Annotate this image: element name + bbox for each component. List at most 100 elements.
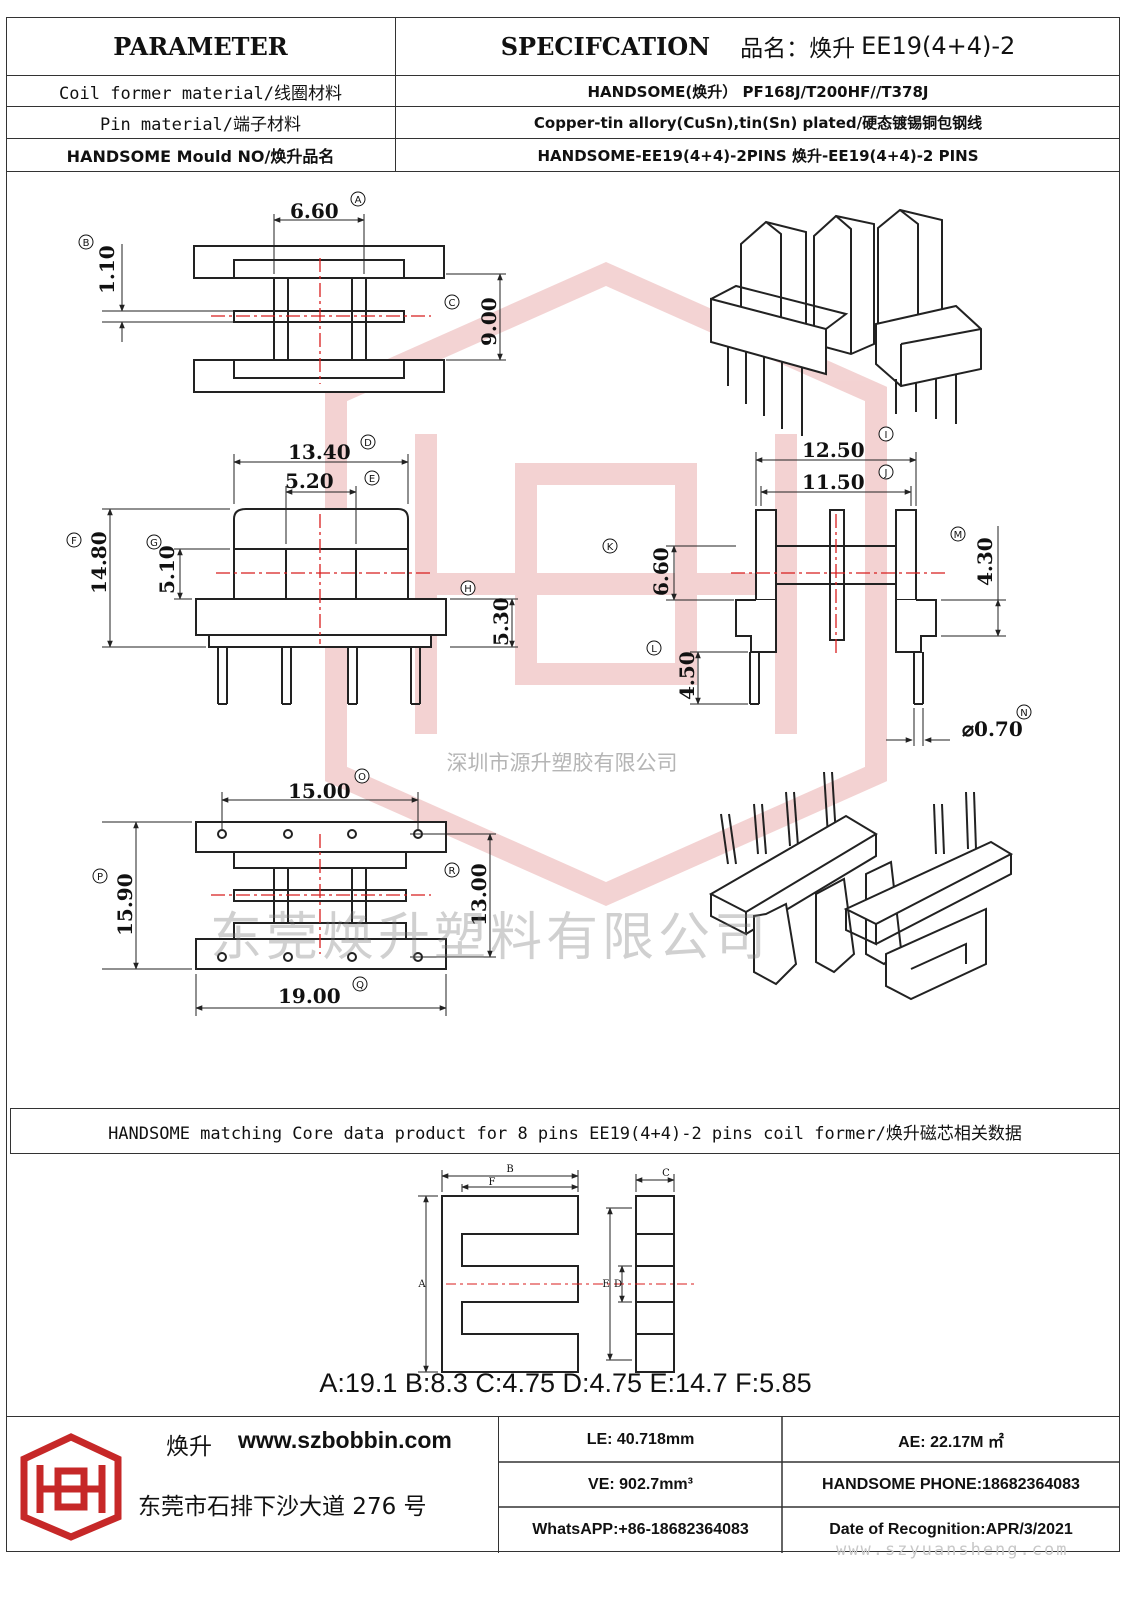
svg-text:L: L	[651, 644, 657, 655]
marker-n: N	[1016, 704, 1032, 720]
svg-text:E: E	[369, 474, 375, 485]
brand-name: 焕升	[166, 1434, 212, 1460]
core-dimensions: A:19.1 B:8.3 C:4.75 D:4.75 E:14.7 F:5.85	[319, 1368, 812, 1398]
marker-k: K	[602, 538, 618, 554]
marker-d: D	[360, 434, 376, 450]
svg-text:C: C	[449, 298, 456, 309]
core-label-a: A	[417, 1279, 426, 1290]
marker-m: M	[950, 526, 966, 542]
dim-p-value: 15.90	[113, 873, 137, 936]
svg-text:Q: Q	[356, 980, 364, 991]
svg-text:J: J	[884, 468, 888, 479]
marker-l: L	[646, 640, 662, 656]
date-value: Date of Recognition:APR/3/2021	[829, 1521, 1073, 1538]
svg-text:N: N	[1020, 708, 1027, 719]
marker-h: H	[460, 580, 476, 596]
dim-m-value: 4.30	[973, 537, 997, 586]
whatsapp-value: WhatsAPP:+86-18682364083	[532, 1521, 749, 1538]
core-label-e: E	[602, 1279, 609, 1290]
logo-watermark	[325, 261, 887, 907]
marker-r: R	[444, 862, 460, 878]
matching-core-text: HANDSOME matching Core data product for …	[108, 1123, 1022, 1144]
svg-text:F: F	[71, 536, 77, 547]
svg-text:K: K	[607, 542, 614, 553]
svg-text:G: G	[150, 538, 158, 549]
specification-title: SPECIFCATION	[500, 31, 711, 61]
svg-text:D: D	[364, 438, 372, 449]
spec-sheet-frame	[6, 17, 1120, 1552]
core-label-f: F	[489, 1177, 496, 1188]
coil-material-value: HANDSOME(焕升） PF168J/T200HF//T378J	[587, 82, 929, 101]
dim-k-value: 6.60	[649, 547, 673, 596]
param-row-coil: Coil former material/线圈材料 HANDSOME(焕升） P…	[6, 76, 1120, 107]
footer: 焕升 www.szbobbin.com 东莞市石排下沙大道 276 号 LE: …	[6, 1416, 1120, 1553]
le-value: LE: 40.718mm	[586, 1430, 695, 1448]
watermark-large: 东莞焕升塑料有限公司	[210, 908, 771, 968]
marker-f: F	[66, 532, 82, 548]
header-row: PARAMETER SPECIFCATION 品名：焕升 EE19(4+4)-2	[6, 17, 1120, 76]
dim-c-value: 9.00	[477, 297, 501, 346]
dim-q-value: 19.00	[278, 984, 341, 1008]
product-code: EE19(4+4)-2	[861, 32, 1016, 60]
center-lines	[211, 258, 946, 954]
param-row-pin: Pin material/端子材料 Copper-tin allory(CuSn…	[6, 107, 1120, 139]
core-label-b: B	[506, 1164, 513, 1175]
dim-l-value: 4.50	[675, 651, 699, 700]
dim-h-value: 5.30	[489, 597, 513, 646]
footer-company: 焕升 www.szbobbin.com 东莞市石排下沙大道 276 号	[6, 1417, 499, 1553]
dim-o-value: 15.00	[288, 779, 351, 803]
pin-material-value: Copper-tin allory(CuSn),tin(Sn) plated/硬…	[533, 114, 983, 132]
marker-e: E	[364, 470, 380, 486]
website-link[interactable]: www.szbobbin.com	[238, 1427, 452, 1453]
marker-g: G	[146, 534, 162, 550]
dimension-markers: A B C D E F G H I J K L M N O P Q R	[66, 191, 1032, 992]
marker-q: Q	[352, 976, 368, 992]
side-view	[666, 452, 1006, 746]
dim-e-value: 5.20	[285, 469, 334, 493]
matching-core-header: HANDSOME matching Core data product for …	[10, 1108, 1120, 1154]
specification-cell: SPECIFCATION 品名：焕升 EE19(4+4)-2	[396, 17, 1120, 75]
marker-c: C	[444, 294, 460, 310]
dim-r-value: 13.00	[467, 863, 491, 926]
dim-a-value: 6.60	[290, 199, 339, 223]
svg-text:B: B	[83, 238, 90, 249]
mould-no-value: HANDSOME-EE19(4+4)-2PINS 焕升-EE19(4+4)-2 …	[537, 146, 979, 165]
site-watermark: www.szyuansheng.com	[836, 1540, 1069, 1560]
parameter-cell: PARAMETER	[6, 17, 396, 75]
dim-d-value: 13.40	[288, 440, 351, 464]
svg-text:R: R	[449, 866, 456, 877]
core-drawing: B F C A E D	[417, 1164, 696, 1373]
core-label-d: D	[614, 1279, 622, 1290]
front-view	[102, 454, 518, 705]
marker-o: O	[354, 768, 370, 784]
marker-b: B	[78, 234, 94, 250]
marker-p: P	[92, 868, 108, 884]
ve-value: VE: 902.7mm³	[588, 1475, 693, 1493]
param-row-mould: HANDSOME Mould NO/焕升品名 HANDSOME-EE19(4+4…	[6, 139, 1120, 172]
dim-f-value: 14.80	[87, 531, 111, 594]
company-logo-icon	[20, 1433, 122, 1541]
marker-i: I	[878, 426, 894, 442]
dim-i-value: 12.50	[802, 438, 865, 462]
coil-material-label: Coil former material/线圈材料	[59, 83, 342, 104]
svg-text:O: O	[358, 772, 366, 783]
grid-lines	[499, 1417, 1120, 1553]
pin-material-label: Pin material/端子材料	[99, 115, 302, 135]
svg-text:I: I	[885, 430, 888, 441]
mould-no-label: HANDSOME Mould NO/焕升品名	[66, 147, 335, 166]
spec-data-grid: LE: 40.718mm AE: 22.17M ㎡ VE: 902.7mm³ H…	[499, 1417, 1120, 1553]
dim-n-value: ⌀0.70	[962, 717, 1023, 741]
product-label: 品名：焕升	[740, 36, 856, 62]
watermark-small: 深圳市源升塑胶有限公司	[447, 751, 678, 775]
technical-drawing: 6.60 1.10 9.00 13.40 5.20 14.80 5.10 5.3…	[66, 191, 1032, 1016]
svg-text:H: H	[464, 584, 472, 595]
parameter-title: PARAMETER	[113, 31, 288, 61]
dim-j-value: 11.50	[802, 470, 865, 494]
svg-text:A: A	[355, 195, 362, 206]
svg-text:M: M	[954, 530, 963, 541]
svg-text:P: P	[97, 872, 103, 883]
core-label-c: C	[662, 1168, 670, 1179]
marker-j: J	[878, 464, 894, 480]
isometric-view-top	[710, 208, 982, 436]
company-address: 东莞市石排下沙大道 276 号	[138, 1494, 427, 1520]
